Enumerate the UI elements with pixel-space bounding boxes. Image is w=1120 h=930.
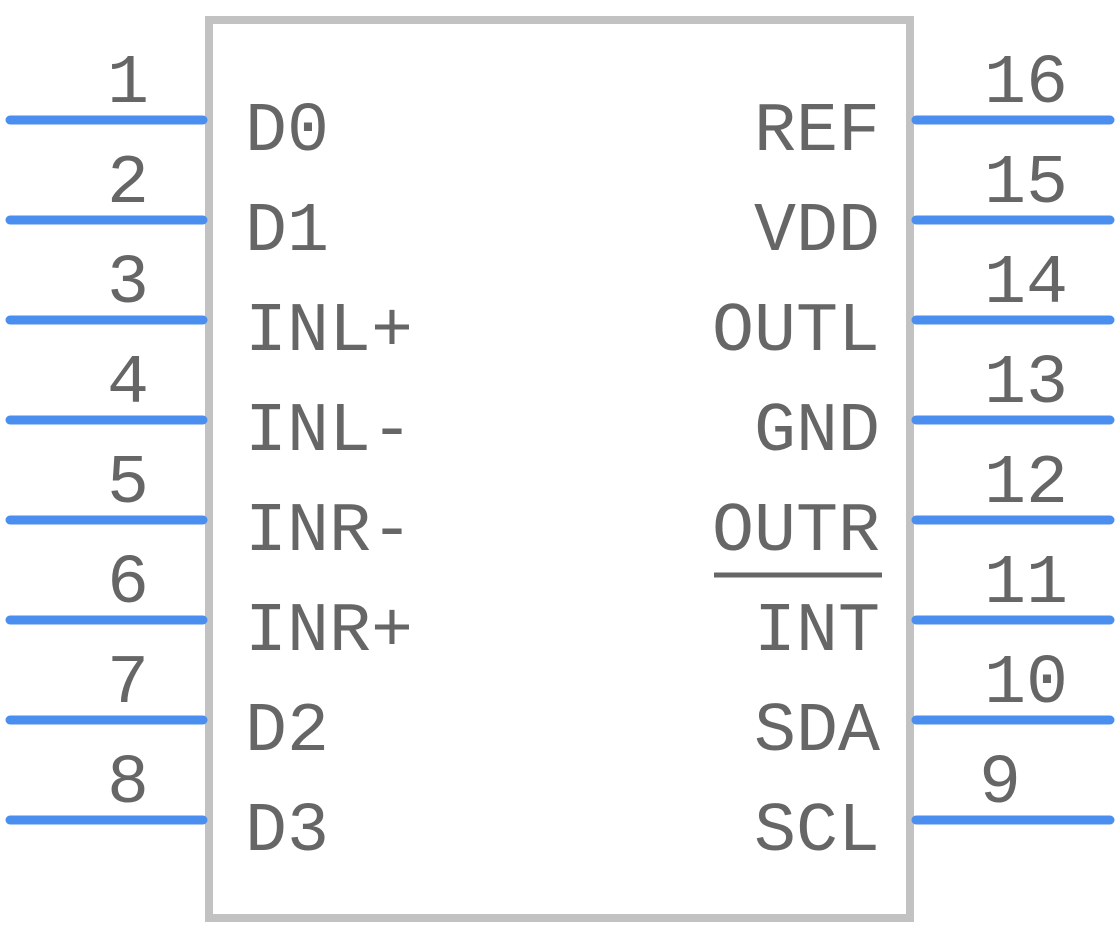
pin-number-8: 8 [107, 745, 149, 824]
pin-name-1: D0 [245, 93, 329, 172]
pin-name-16: REF [754, 93, 880, 172]
pin-name-8: D3 [245, 793, 329, 872]
pin-name-11: INT [754, 593, 880, 672]
pin-name-9: SCL [754, 793, 880, 872]
pin-number-15: 15 [984, 145, 1068, 224]
pin-name-4: INL- [245, 393, 413, 472]
pin-name-13: GND [754, 393, 880, 472]
pin-number-13: 13 [984, 345, 1068, 424]
pin-name-2: D1 [245, 193, 329, 272]
pin-name-5: INR- [245, 493, 413, 572]
pin-name-6: INR+ [245, 593, 413, 672]
ic-body-outline [205, 16, 914, 922]
pin-number-10: 10 [984, 645, 1068, 724]
pin-name-15: VDD [754, 193, 880, 272]
pin-number-11: 11 [984, 545, 1068, 624]
pin-number-6: 6 [107, 545, 149, 624]
pin-name-12: OUTR [712, 493, 880, 572]
pin-number-3: 3 [107, 245, 149, 324]
pin-number-1: 1 [107, 45, 149, 124]
pin-number-9: 9 [979, 745, 1021, 824]
pin-name-7: D2 [245, 693, 329, 772]
pin-number-7: 7 [107, 645, 149, 724]
pin-number-12: 12 [984, 445, 1068, 524]
pin-number-4: 4 [107, 345, 149, 424]
pin-name-10: SDA [754, 693, 880, 772]
pin-number-2: 2 [107, 145, 149, 224]
pin-number-14: 14 [984, 245, 1068, 324]
pin-name-3: INL+ [245, 293, 413, 372]
pin-number-16: 16 [984, 45, 1068, 124]
pin-number-5: 5 [107, 445, 149, 524]
pin-name-14: OUTL [712, 293, 880, 372]
